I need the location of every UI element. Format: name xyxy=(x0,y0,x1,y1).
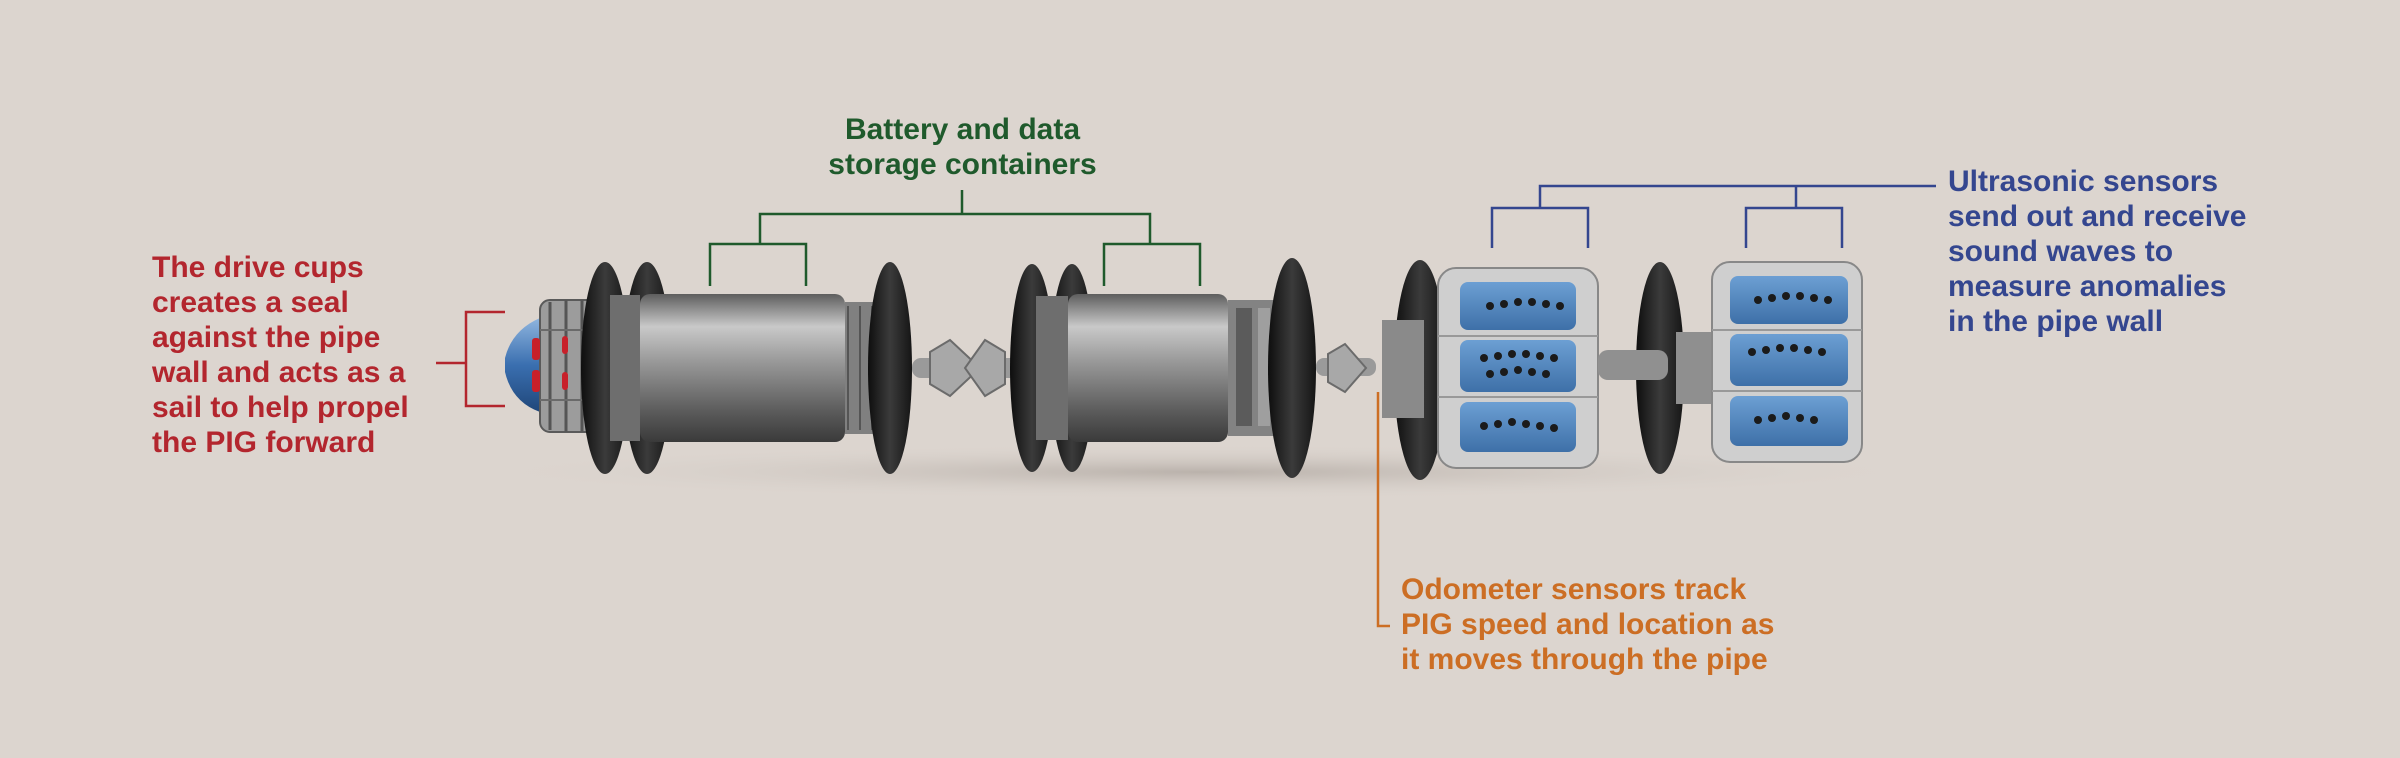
universal-joint xyxy=(1316,342,1376,394)
battery-bracket xyxy=(708,190,1202,286)
universal-joint xyxy=(912,338,1022,398)
ultrasonic-bracket xyxy=(1490,184,1936,248)
odometer-label: Odometer sensors track PIG speed and loc… xyxy=(1401,573,1775,676)
drive-cup-disc xyxy=(1382,260,1446,480)
drive-cups-label: The drive cups creates a seal against th… xyxy=(152,251,409,459)
ultrasonic-sensor-module xyxy=(1711,261,1863,463)
ultrasonic-label: Ultrasonic sensors send out and receive … xyxy=(1948,165,2247,338)
drive-cup-disc xyxy=(1268,258,1316,478)
battery-canister xyxy=(640,294,904,442)
battery-canister xyxy=(1068,294,1280,442)
odometer-leader-line xyxy=(1376,392,1390,628)
drive-cups-bracket xyxy=(436,310,505,408)
battery-label: Battery and data storage containers xyxy=(828,113,1097,181)
ultrasonic-sensor-module xyxy=(1437,267,1599,469)
drive-cup-disc xyxy=(868,262,912,474)
drive-cup-disc xyxy=(1598,262,1720,474)
